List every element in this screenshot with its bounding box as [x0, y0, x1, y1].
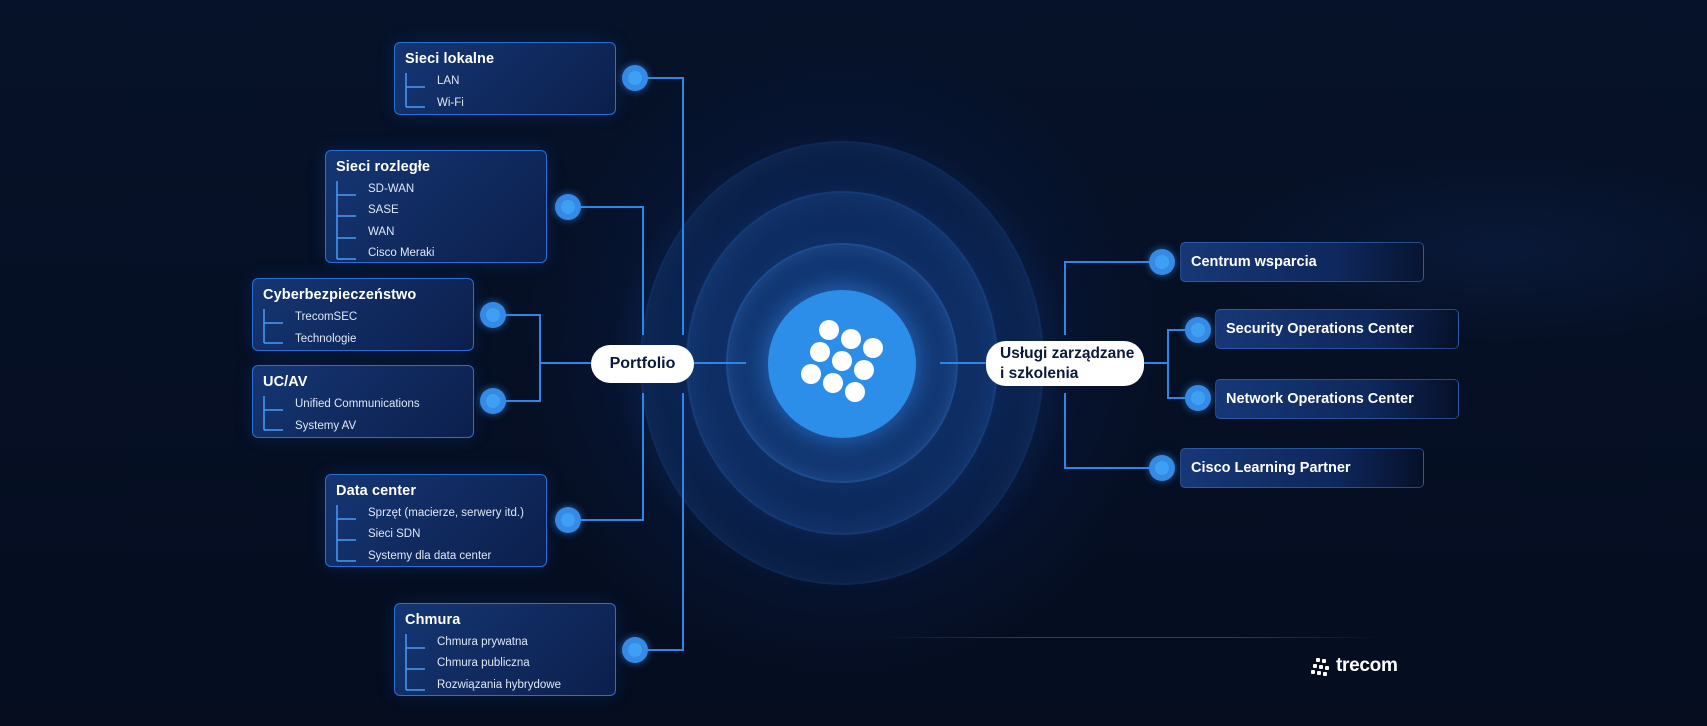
decorative-baseline — [880, 637, 1380, 638]
service-label: Security Operations Center — [1226, 321, 1414, 337]
central-hub-logo — [768, 290, 916, 438]
node-sieci-rozlegle — [555, 194, 581, 220]
card-chmura: Chmura Chmura prywatna Chmura publiczna … — [394, 603, 616, 696]
card-item: Systemy dla data center — [368, 550, 492, 562]
connector-chmura — [635, 393, 684, 651]
service-centrum-wsparcia: Centrum wsparcia — [1180, 242, 1424, 282]
node-cyberbezpieczenstwo — [480, 302, 506, 328]
card-title: UC/AV — [263, 374, 308, 390]
connector-data-center — [568, 393, 644, 521]
card-item: Systemy AV — [295, 420, 357, 432]
card-data-center: Data center Sprzęt (macierze, serwery it… — [325, 474, 547, 567]
hub-dot — [832, 351, 852, 371]
node-security-operations-center — [1185, 317, 1211, 343]
service-cisco-learning-partner: Cisco Learning Partner — [1180, 448, 1424, 488]
tree-lines — [405, 73, 425, 108]
hub-dot — [845, 382, 865, 402]
card-title: Sieci rozległe — [336, 159, 431, 175]
card-item: SASE — [368, 204, 399, 216]
hub-dot — [823, 373, 843, 393]
portfolio-label: Portfolio — [609, 355, 676, 372]
connector-soc — [1167, 329, 1198, 399]
card-item: Wi-Fi — [437, 97, 464, 109]
connector-sieci-rozlegle — [568, 206, 644, 335]
trecom-wordmark: trecom — [1336, 655, 1398, 676]
card-item: TrecomSEC — [295, 311, 358, 323]
hub-dot — [801, 364, 821, 384]
service-network-operations-center: Network Operations Center — [1215, 379, 1459, 419]
card-sieci-lokalne: Sieci lokalne LAN Wi-Fi — [394, 42, 616, 115]
card-title: Cyberbezpieczeństwo — [263, 287, 417, 303]
services-label-line1: Usługi zarządzane — [1000, 344, 1135, 362]
card-item: Cisco Meraki — [368, 247, 435, 259]
node-data-center — [555, 507, 581, 533]
trecom-logo-mark-icon — [1311, 658, 1329, 676]
card-item: Chmura prywatna — [437, 636, 528, 648]
connector-cyber — [493, 314, 541, 402]
card-item: Chmura publiczna — [437, 657, 530, 669]
service-security-operations-center: Security Operations Center — [1215, 309, 1459, 349]
card-item: Technologie — [295, 333, 357, 345]
hub-dot — [810, 342, 830, 362]
hub-dot — [841, 329, 861, 349]
tree-lines — [336, 505, 356, 562]
node-cisco-learning-partner — [1149, 455, 1175, 481]
card-item: SD-WAN — [368, 183, 415, 195]
card-title: Sieci lokalne — [405, 51, 495, 67]
hub-dot — [819, 320, 839, 340]
portfolio-pill: Portfolio — [591, 345, 694, 383]
card-item: LAN — [437, 75, 460, 87]
card-sieci-rozlegle: Sieci rozległe SD-WAN SASE WAN Cisco Mer… — [325, 150, 547, 263]
service-label: Cisco Learning Partner — [1191, 460, 1351, 476]
card-item: WAN — [368, 226, 395, 238]
tree-lines — [405, 634, 425, 691]
services-label-line2: i szkolenia — [1000, 364, 1079, 382]
card-title: Chmura — [405, 612, 461, 628]
connector-centrum-wsparcia — [1064, 261, 1162, 335]
card-item: Unified Communications — [295, 398, 420, 410]
card-cyberbezpieczenstwo: Cyberbezpieczeństwo TrecomSEC Technologi… — [252, 278, 474, 351]
tree-lines — [336, 181, 356, 260]
service-label: Network Operations Center — [1226, 391, 1414, 407]
card-title: Data center — [336, 483, 417, 499]
tree-lines — [263, 396, 283, 431]
hub-dot — [863, 338, 883, 358]
card-item: Sieci SDN — [368, 528, 421, 540]
card-uc-av: UC/AV Unified Communications Systemy AV — [252, 365, 474, 438]
connector-cisco-learning — [1064, 393, 1162, 469]
hub-dot — [854, 360, 874, 380]
node-sieci-lokalne — [622, 65, 648, 91]
connector-sieci-lokalne — [635, 77, 684, 335]
services-pill: Usługi zarządzane i szkolenia — [986, 341, 1144, 386]
node-chmura — [622, 637, 648, 663]
node-centrum-wsparcia — [1149, 249, 1175, 275]
node-uc-av — [480, 388, 506, 414]
node-network-operations-center — [1185, 385, 1211, 411]
tree-lines — [263, 309, 283, 344]
service-label: Centrum wsparcia — [1191, 254, 1317, 270]
card-item: Rozwiązania hybrydowe — [437, 679, 562, 691]
card-item: Sprzęt (macierze, serwery itd.) — [368, 507, 524, 519]
